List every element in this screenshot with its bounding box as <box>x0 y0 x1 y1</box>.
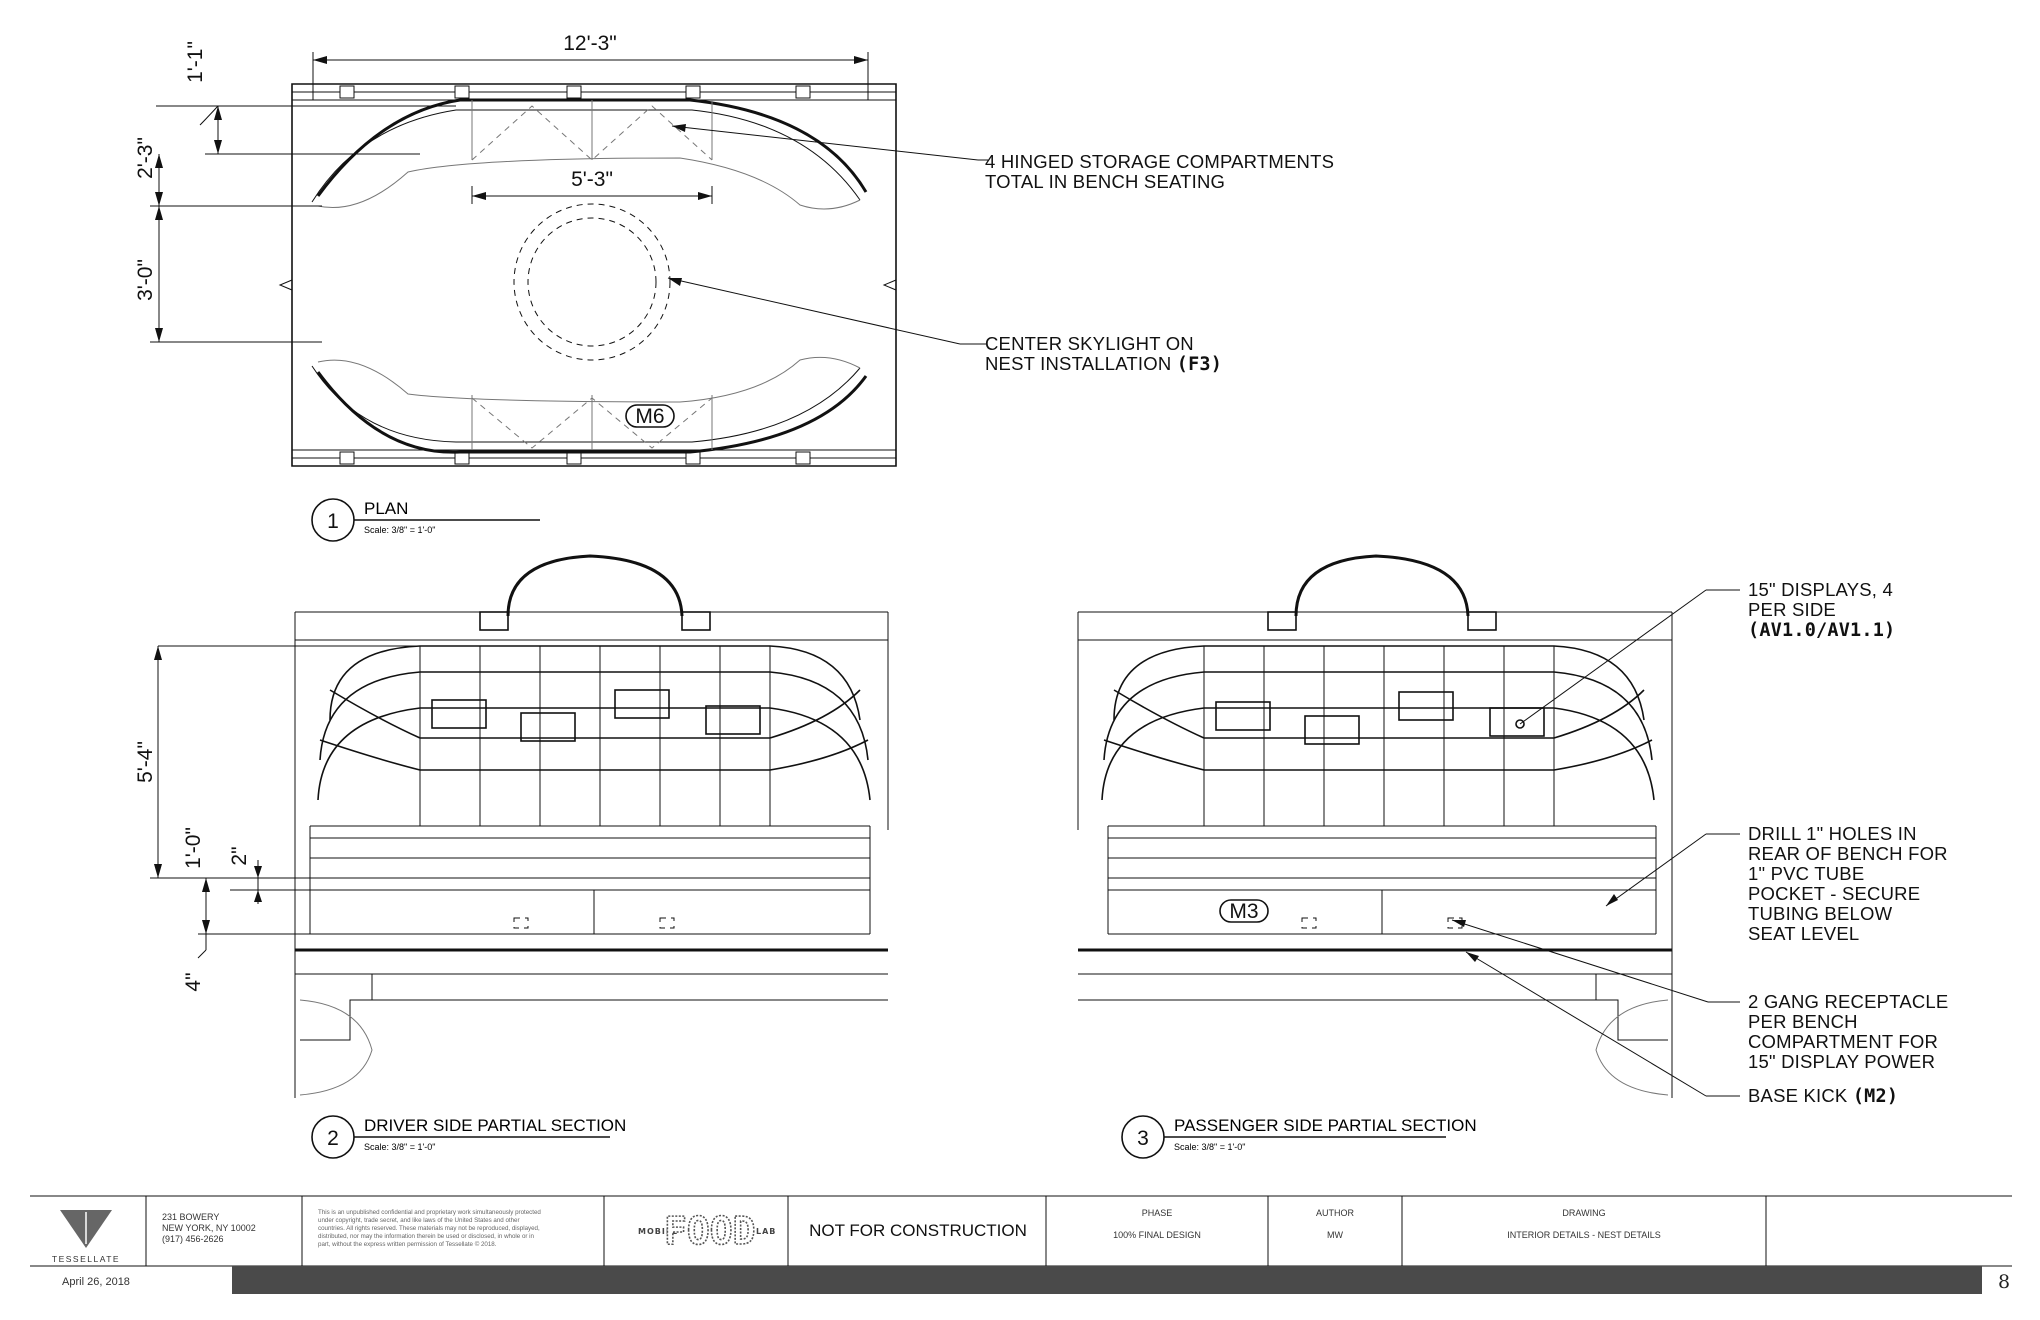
title-block: TESSELLATE 231 BOWERY NEW YORK, NY 10002… <box>30 1195 2012 1294</box>
view-title-plan: 1 PLAN Scale: 3/8" = 1'-0" <box>311 498 540 542</box>
note-drill-line: REAR OF BENCH FOR <box>1748 843 1948 864</box>
driver-section-view: 5'-4" 1'-0" 2" 4" <box>134 554 889 1098</box>
phase-value: 100% FINAL DESIGN <box>1113 1230 1201 1240</box>
dim-plan-width: 12'-3" <box>563 32 617 55</box>
note-skylight-ref: (F3) <box>1177 354 1222 375</box>
svg-text:NEST INSTALLATION (F3): NEST INSTALLATION (F3) <box>985 353 1222 375</box>
view-number: 3 <box>1137 1127 1149 1150</box>
note-drill-line: 1" PVC TUBE <box>1748 863 1864 884</box>
view-number: 2 <box>327 1127 339 1150</box>
note-receptacle-line: PER BENCH <box>1748 1011 1858 1032</box>
note-receptacle-line: 2 GANG RECEPTACLE <box>1748 991 1948 1012</box>
firm-address-line: NEW YORK, NY 10002 <box>162 1223 256 1233</box>
note-drill-line: DRILL 1" HOLES IN <box>1748 823 1917 844</box>
logo-mobile: MOBILE <box>638 1227 678 1236</box>
view-title-driver-section: 2 DRIVER SIDE PARTIAL SECTION Scale: 3/8… <box>311 1115 626 1159</box>
note-receptacle-line: 15" DISPLAY POWER <box>1748 1051 1935 1072</box>
sheet-number: 8 <box>1998 1271 2010 1293</box>
note-receptacle-line: COMPARTMENT FOR <box>1748 1031 1938 1052</box>
dim-section-kick: 4" <box>182 972 205 991</box>
passenger-section-view: M3 <box>1077 554 1740 1098</box>
view-number: 1 <box>327 510 339 533</box>
note-displays-line1: 15" DISPLAYS, 4 <box>1748 579 1893 600</box>
status-text: NOT FOR CONSTRUCTION <box>809 1221 1027 1240</box>
drawing-label: DRAWING <box>1562 1208 1605 1218</box>
note-skylight-line1: CENTER SKYLIGHT ON <box>985 333 1194 354</box>
dim-section-seat-height: 1'-0" <box>182 827 205 869</box>
dim-plan-bench-depth: 2'-3" <box>134 137 157 179</box>
plan-view: M6 12'-3" 5'-3" 1'-1" 2'-3" 3'-0" <box>134 32 988 467</box>
sheet-date: April 26, 2018 <box>62 1276 130 1288</box>
section-tag-m3: M3 <box>1229 900 1258 923</box>
dim-plan-top-offset: 1'-1" <box>184 41 207 83</box>
firm-phone: (917) 456-2626 <box>162 1234 224 1244</box>
note-storage-line2: TOTAL IN BENCH SEATING <box>985 171 1225 192</box>
dim-compartment-span: 5'-3" <box>571 168 613 191</box>
firm-name: TESSELLATE <box>52 1254 120 1264</box>
note-drill-line: SEAT LEVEL <box>1748 923 1859 944</box>
view-title: PASSENGER SIDE PARTIAL SECTION <box>1174 1116 1477 1135</box>
view-scale: Scale: 3/8" = 1'-0" <box>364 525 435 535</box>
firm-address-line: 231 BOWERY <box>162 1212 219 1222</box>
note-skylight-line2: NEST INSTALLATION <box>985 353 1171 374</box>
disclaimer-line: countries. All rights reserved. These ma… <box>318 1225 540 1232</box>
note-displays-ref: (AV1.0/AV1.1) <box>1748 620 1895 641</box>
disclaimer-line: This is an unpublished confidential and … <box>318 1209 541 1216</box>
note-basekick-label: BASE KICK <box>1748 1085 1848 1106</box>
note-displays-line2: PER SIDE <box>1748 599 1836 620</box>
dim-section-height: 5'-4" <box>134 741 157 783</box>
disclaimer-line: part, without the express written permis… <box>318 1241 497 1248</box>
svg-text:BASE KICK (M2): BASE KICK (M2) <box>1748 1085 1898 1107</box>
view-title: DRIVER SIDE PARTIAL SECTION <box>364 1116 626 1135</box>
note-storage-line1: 4 HINGED STORAGE COMPARTMENTS <box>985 151 1334 172</box>
dim-plan-center-gap: 3'-0" <box>134 259 157 301</box>
drawing-value: INTERIOR DETAILS - NEST DETAILS <box>1507 1230 1661 1240</box>
view-scale: Scale: 3/8" = 1'-0" <box>364 1142 435 1152</box>
view-title: PLAN <box>364 499 408 518</box>
phase-label: PHASE <box>1142 1208 1173 1218</box>
dim-section-seat-thk: 2" <box>228 846 251 865</box>
disclaimer-line: under copyright, trade secret, and like … <box>318 1217 520 1224</box>
plan-tag-m6: M6 <box>635 405 664 428</box>
note-basekick-ref: (M2) <box>1853 1086 1898 1107</box>
note-drill-line: TUBING BELOW <box>1748 903 1893 924</box>
logo-food: FOOD <box>664 1209 756 1253</box>
view-title-passenger-section: 3 PASSENGER SIDE PARTIAL SECTION Scale: … <box>1121 1115 1477 1159</box>
note-drill-line: POCKET - SECURE <box>1748 883 1920 904</box>
logo-lab: LAB <box>756 1227 776 1236</box>
author-value: MW <box>1327 1230 1343 1240</box>
view-scale: Scale: 3/8" = 1'-0" <box>1174 1142 1245 1152</box>
author-label: AUTHOR <box>1316 1208 1355 1218</box>
disclaimer-line: distributed, nor may the information the… <box>318 1233 535 1240</box>
